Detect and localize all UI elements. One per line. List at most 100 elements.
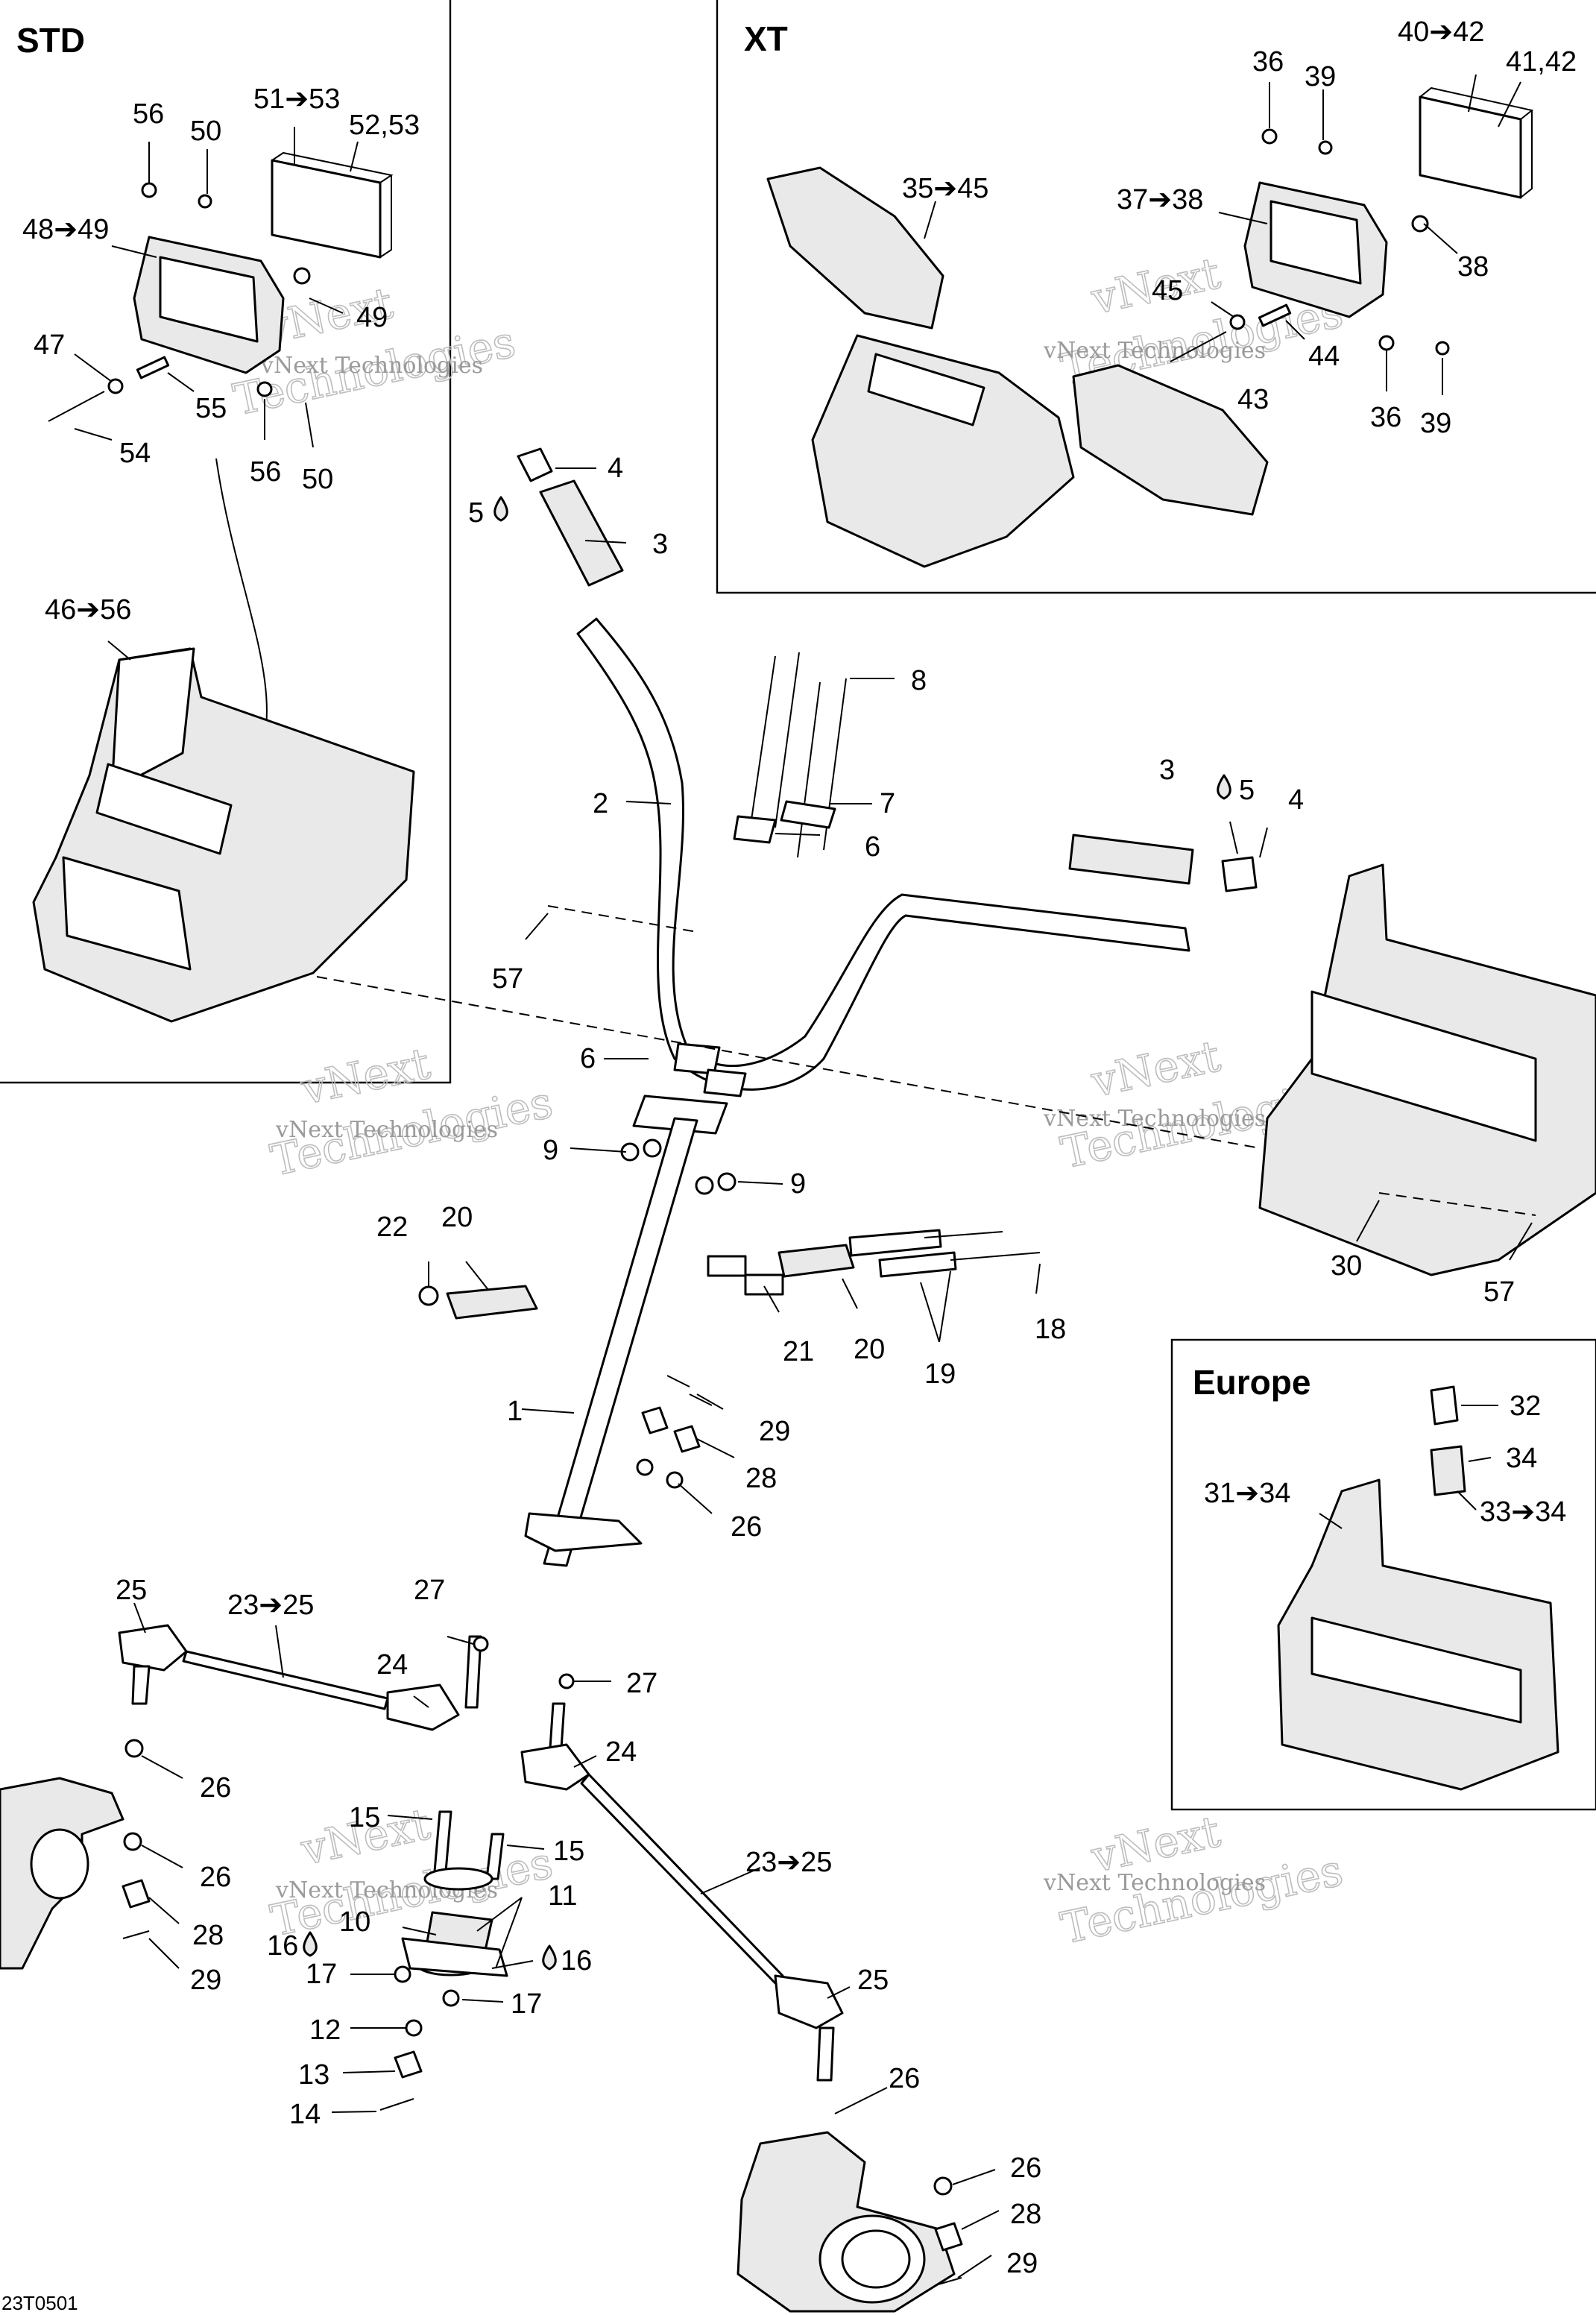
bushing-21b	[744, 1273, 784, 1296]
tie-rod-end-right-inner	[520, 1743, 590, 1791]
callout-label: 5	[468, 497, 484, 529]
callout-label: 36	[1370, 402, 1401, 433]
callout-label: 3	[1159, 755, 1175, 786]
callout-label: 37➔38	[1117, 184, 1203, 215]
grip-right-assembly	[1068, 834, 1258, 892]
washer-26-right	[933, 2176, 953, 2196]
std-front-fairing	[32, 647, 415, 1023]
cotter-pin-29-left	[122, 1930, 150, 1939]
callout-label: 30	[1331, 1250, 1362, 1282]
bushing-support-20a	[446, 1285, 538, 1320]
xt-right-handguard	[1072, 364, 1269, 516]
handlebar	[576, 617, 1190, 1091]
cotter-pin-29-right	[935, 2277, 962, 2286]
lower-column-hardware	[379, 1635, 575, 2111]
callout-label: 9	[543, 1135, 558, 1166]
watermark-text: vNext Technologies	[1043, 1106, 1266, 1132]
xt-screw-43	[1170, 331, 1227, 362]
callout-label: 6	[580, 1043, 596, 1074]
headlight-bezel-opening	[159, 256, 259, 343]
callout-label: 36	[1252, 46, 1284, 78]
knuckle-left-hub	[30, 1828, 89, 1900]
xt-fairing-assembly	[766, 86, 1534, 568]
bolt-8a	[748, 655, 776, 836]
callout-label: 34	[1506, 1443, 1537, 1474]
bushing-21a	[707, 1255, 747, 1277]
callout-label: 24	[605, 1736, 637, 1768]
callout-label: 48➔49	[22, 214, 109, 245]
xt-section-frame	[716, 0, 1596, 594]
steering-knuckle-left	[0, 1777, 124, 1970]
europe-console-face	[1310, 1616, 1522, 1724]
nut-17a	[394, 1965, 411, 1983]
xt-nut-38	[1411, 215, 1429, 233]
screw-54	[48, 391, 105, 422]
clamp-6c	[703, 1068, 747, 1097]
nut-28-left	[122, 1879, 151, 1909]
section-title-std: STD	[16, 21, 85, 60]
xt-washer-36b	[1378, 335, 1395, 351]
screw-50	[198, 194, 212, 209]
section-title-xt: XT	[744, 19, 788, 58]
steering-support-parts	[418, 1229, 1041, 1320]
clamp-7	[780, 800, 836, 829]
callout-label: 21	[783, 1336, 814, 1367]
callout-label: 40➔42	[1398, 16, 1484, 48]
callout-label: 17	[511, 1988, 542, 2020]
bushing-support-20b	[778, 1244, 855, 1278]
bearing-support-plate	[401, 1937, 508, 1977]
link-plate-19a	[848, 1229, 942, 1257]
callout-label: 16	[561, 1945, 592, 1977]
nut-9c	[695, 1176, 714, 1195]
callout-label: 52,53	[349, 110, 420, 141]
tie-rod-end-right-outer	[774, 1974, 844, 2029]
fairing-windshield	[110, 647, 195, 792]
callout-label: 26	[200, 1772, 231, 1804]
washer-56	[141, 182, 157, 198]
bar-end-plug-left	[517, 447, 553, 482]
bolt-15b	[485, 1833, 505, 1880]
clamp-6a	[733, 815, 777, 844]
xt-spring-44	[1258, 303, 1292, 327]
steering-column-tube	[543, 1117, 698, 1567]
washer-26a	[636, 1458, 654, 1476]
column-lower-hardware-29-28-26	[636, 1375, 713, 1489]
callout-label: 14	[289, 2099, 321, 2130]
europe-assembly	[1277, 1385, 1559, 1791]
nut-28b	[673, 1425, 701, 1453]
europe-switch-32	[1430, 1385, 1459, 1426]
washer-26-left-a	[124, 1739, 144, 1758]
tie-rod-left	[118, 1624, 460, 1939]
xt-screw-39	[1318, 140, 1333, 155]
lubricant-drop-icons	[303, 496, 1231, 1971]
callout-label: 23➔25	[227, 1590, 314, 1621]
assembly-line-57	[547, 905, 698, 933]
spring-55	[136, 356, 170, 379]
leader-lines	[74, 74, 1533, 2278]
callout-label: 20	[854, 1334, 885, 1365]
callout-label: 12	[309, 2015, 341, 2046]
xt-washer-45	[1229, 314, 1246, 330]
nut-28-right	[934, 2222, 963, 2252]
callout-label: 47	[34, 330, 65, 361]
tie-rod-end-left-inner	[386, 1684, 460, 1731]
figure-code: 23T0501	[1, 2292, 78, 2314]
washer-12	[405, 2019, 423, 2037]
callout-label: 1	[507, 1396, 523, 1427]
xt-washer-36	[1261, 128, 1278, 145]
bolt-8b	[775, 652, 800, 828]
callout-label: 39	[1305, 61, 1336, 92]
nut-28a	[641, 1406, 669, 1434]
callout-label: 26	[1010, 2152, 1041, 2184]
callout-label: 50	[302, 464, 333, 495]
xt-headlight-bezel	[1269, 200, 1362, 285]
europe-section-frame	[1170, 1338, 1596, 1811]
callout-label: 26	[889, 2063, 920, 2094]
callout-label: 15	[349, 1802, 380, 1833]
watermark-text: vNext Technologies	[1043, 1870, 1266, 1896]
callout-label: 27	[414, 1575, 445, 1606]
seal-11a	[423, 1867, 493, 1891]
callout-label: 8	[911, 665, 927, 696]
xt-left-handguard	[766, 166, 944, 330]
